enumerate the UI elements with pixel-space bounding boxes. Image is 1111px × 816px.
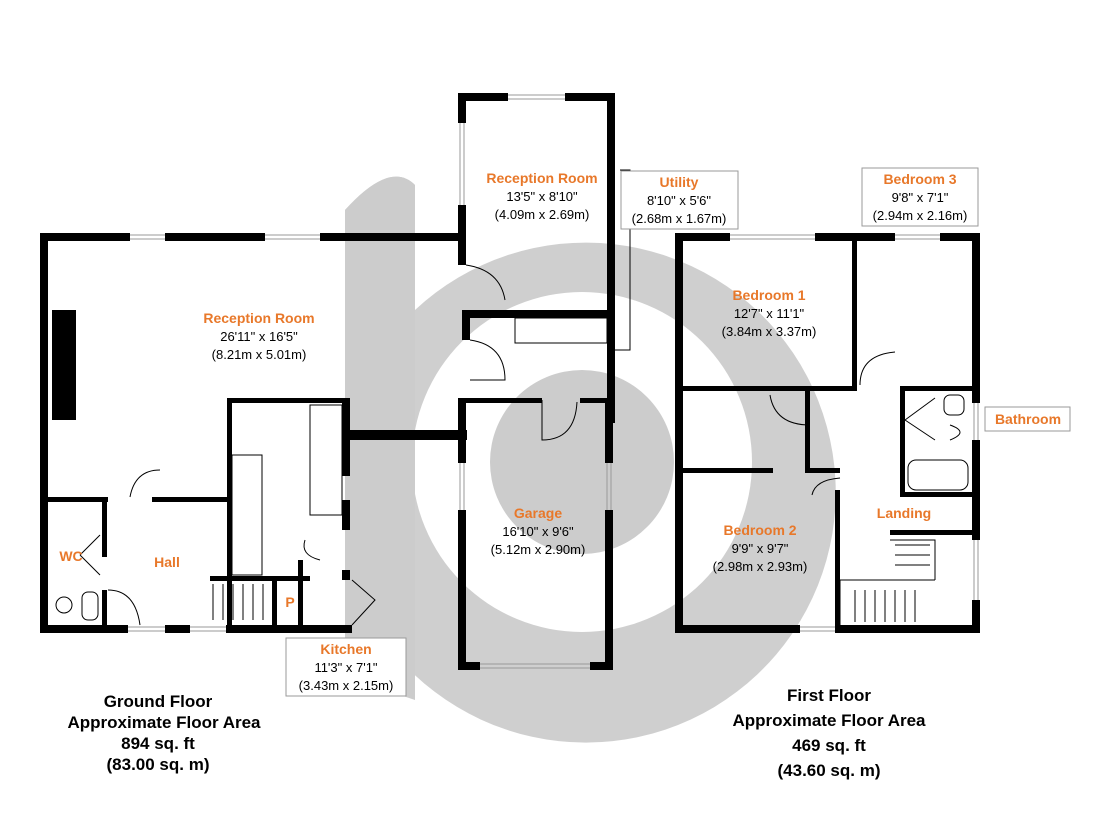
room-name-hall: Hall (154, 554, 180, 570)
floor-title: First Floor (787, 686, 871, 705)
room-dim-imperial: 26'11" x 16'5" (220, 329, 298, 344)
floor-area-sqft: 894 sq. ft (121, 734, 195, 753)
kitchen-label-box (285, 637, 407, 697)
room-label-bedroom2: Bedroom 2 9'9" x 9'7" (2.98m x 2.93m) (713, 522, 808, 574)
utility-label-box (620, 170, 739, 230)
room-dim-metric: (2.94m x 2.16m) (873, 208, 968, 223)
room-dim-metric: (3.43m x 2.15m) (299, 678, 394, 693)
room-name: Utility (660, 174, 699, 190)
bedroom3-label-box (861, 167, 979, 227)
room-dim-metric: (2.68m x 1.67m) (632, 211, 727, 226)
room-label-utility: Utility 8'10" x 5'6" (2.68m x 1.67m) (632, 174, 727, 226)
room-label-reception-main: Reception Room 26'11" x 16'5" (8.21m x 5… (203, 310, 314, 362)
room-name: Bedroom 2 (723, 522, 796, 538)
room-name: Bedroom 1 (732, 287, 805, 303)
room-dim-metric: (2.98m x 2.93m) (713, 559, 808, 574)
room-dim-imperial: 9'9" x 9'7" (732, 541, 789, 556)
room-label-bedroom3: Bedroom 3 9'8" x 7'1" (2.94m x 2.16m) (873, 171, 968, 223)
room-dim-metric: (4.09m x 2.69m) (495, 207, 590, 222)
room-dim-imperial: 11'3" x 7'1" (314, 660, 377, 675)
room-dim-metric: (8.21m x 5.01m) (212, 347, 307, 362)
room-name-wc: WC (59, 548, 82, 564)
floor-title: Ground Floor (104, 692, 213, 711)
room-name: Reception Room (486, 170, 597, 186)
room-name-bathroom: Bathroom (995, 411, 1061, 427)
bathroom-label-box (984, 406, 1071, 432)
room-dim-metric: (3.84m x 3.37m) (722, 324, 817, 339)
room-dim-metric: (5.12m x 2.90m) (491, 542, 586, 557)
floor-area-label: Approximate Floor Area (732, 711, 926, 730)
room-name: Bedroom 3 (883, 171, 956, 187)
first-floor-walls (675, 233, 980, 633)
room-name: Kitchen (320, 641, 371, 657)
room-dim-imperial: 9'8" x 7'1" (892, 190, 949, 205)
room-name: Garage (514, 505, 562, 521)
room-dim-imperial: 8'10" x 5'6" (647, 193, 711, 208)
floor-area-sqft: 469 sq. ft (792, 736, 866, 755)
floor-area-label: Approximate Floor Area (67, 713, 261, 732)
first-floor-fittings (730, 234, 979, 632)
ground-floor-walls (40, 93, 615, 670)
room-name-pantry: P (285, 594, 294, 610)
ground-floor-fittings (55, 94, 631, 669)
room-label-garage: Garage 16'10" x 9'6" (5.12m x 2.90m) (491, 505, 586, 557)
room-name-landing: Landing (877, 505, 931, 521)
room-name: Reception Room (203, 310, 314, 326)
room-dim-imperial: 16'10" x 9'6" (502, 524, 574, 539)
ground-floor-area: Ground Floor Approximate Floor Area 894 … (67, 692, 261, 774)
room-label-reception-rear: Reception Room 13'5" x 8'10" (4.09m x 2.… (486, 170, 597, 222)
room-dim-imperial: 13'5" x 8'10" (506, 189, 578, 204)
first-floor-area: First Floor Approximate Floor Area 469 s… (732, 686, 926, 780)
room-label-bedroom1: Bedroom 1 12'7" x 11'1" (3.84m x 3.37m) (722, 287, 817, 339)
floor-area-sqm: (83.00 sq. m) (107, 755, 210, 774)
room-dim-imperial: 12'7" x 11'1" (734, 306, 805, 321)
floor-area-sqm: (43.60 sq. m) (778, 761, 881, 780)
room-label-kitchen: Kitchen 11'3" x 7'1" (3.43m x 2.15m) (299, 641, 394, 693)
